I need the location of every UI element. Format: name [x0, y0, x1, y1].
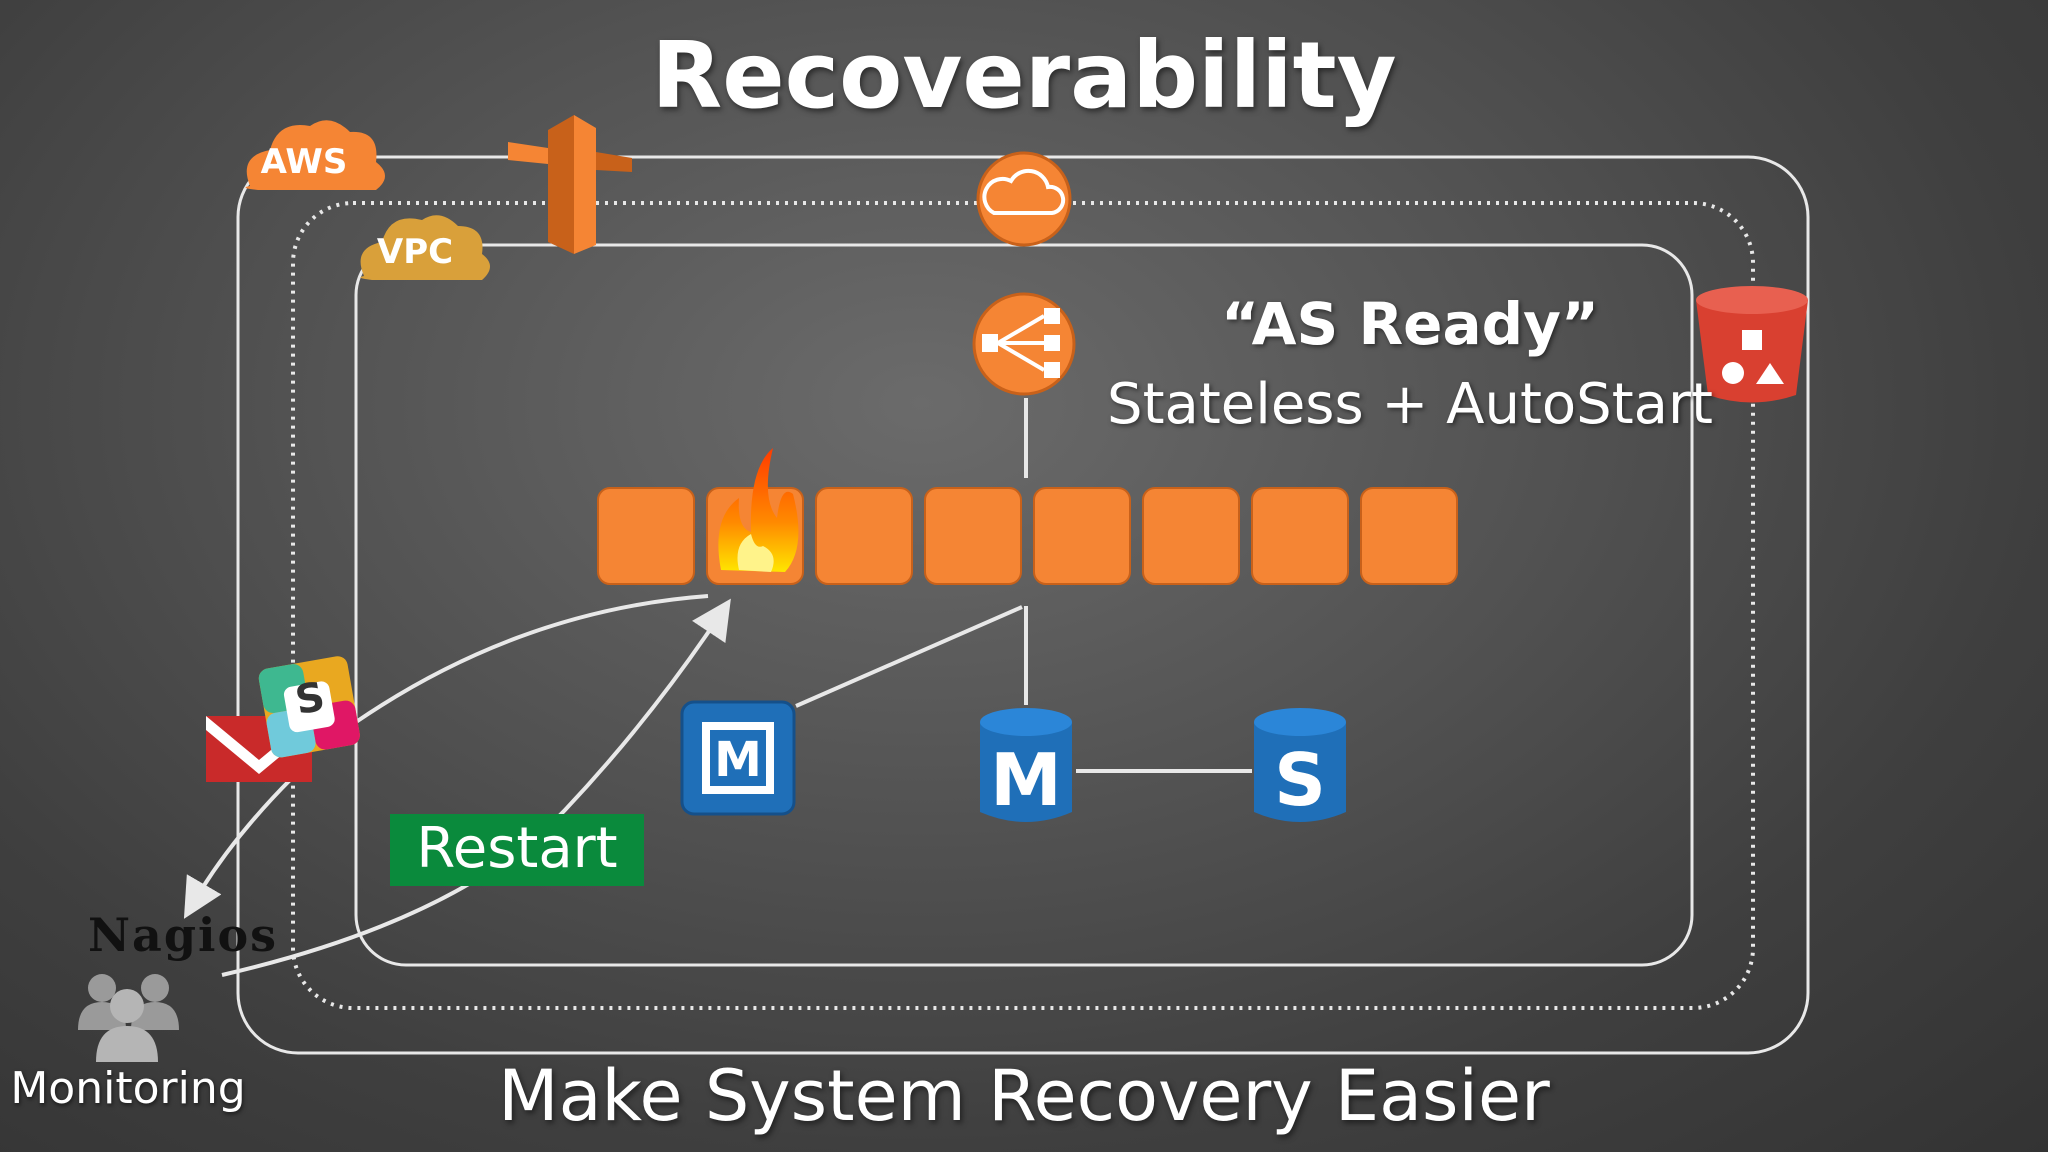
fire-icon	[718, 448, 799, 572]
fire-core	[737, 534, 774, 572]
instance-1	[597, 487, 695, 585]
aws-label: AWS	[260, 142, 348, 182]
db-master-letter: M	[990, 738, 1062, 822]
aws-cloud-icon	[245, 120, 385, 190]
load-balancer-icon	[972, 292, 1076, 396]
db-slave-letter: S	[1274, 738, 1326, 822]
nagios-arrow	[183, 776, 294, 919]
monitoring-label: Monitoring	[10, 1063, 246, 1114]
memcache-icon	[680, 700, 796, 816]
cloudfront-icon	[976, 151, 1072, 247]
cache-connector	[795, 605, 1023, 708]
instance-3	[815, 487, 913, 585]
slack-letter: S	[291, 673, 329, 725]
db-slave-icon	[1254, 708, 1346, 822]
alert-curve	[354, 594, 709, 724]
db-master-icon	[980, 708, 1072, 822]
instance-7	[1251, 487, 1349, 585]
instance-8	[1360, 487, 1458, 585]
vpc-cloud-icon	[360, 215, 490, 280]
stateless-autostart-text: Stateless + AutoStart	[1107, 372, 1713, 437]
vpc-label: VPC	[376, 232, 454, 272]
memcache-letter: M	[714, 732, 762, 788]
slack-icon	[258, 656, 360, 758]
nagios-logo: Nagios	[88, 908, 279, 962]
restart-label: Restart	[390, 814, 644, 886]
region-boundary	[291, 201, 1755, 1010]
instance-4	[924, 487, 1022, 585]
instance-5	[1033, 487, 1131, 585]
instance-6	[1142, 487, 1240, 585]
monitoring-people-icon	[78, 974, 179, 1062]
s3-bucket-icon	[1696, 286, 1808, 403]
slide-title: Recoverability	[651, 22, 1397, 129]
as-ready-heading: “AS Ready”	[1220, 290, 1600, 358]
route53-icon	[508, 115, 632, 254]
instance-row	[597, 448, 1458, 585]
slide-subtitle: Make System Recovery Easier	[498, 1055, 1550, 1137]
